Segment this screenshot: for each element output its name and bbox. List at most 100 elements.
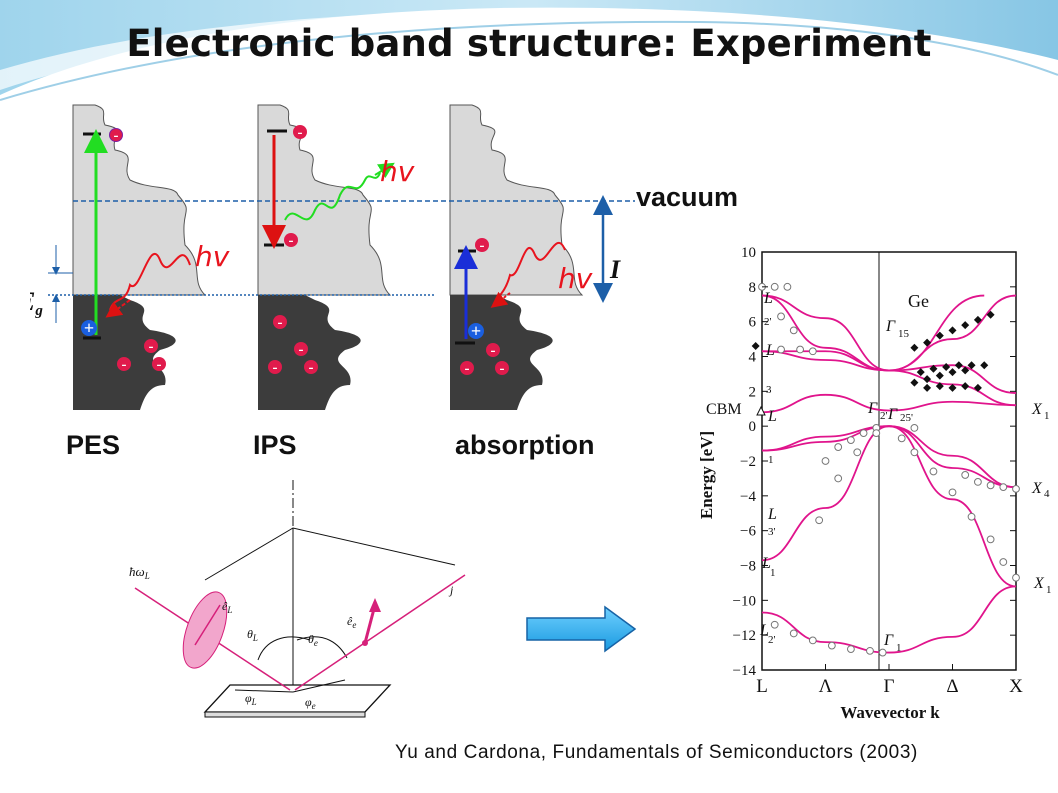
y-tick-label: 2 bbox=[749, 384, 757, 400]
point-label: 15 bbox=[898, 328, 910, 340]
vacuum-label: vacuum bbox=[636, 182, 739, 212]
svg-text:-: - bbox=[289, 233, 294, 249]
experimental-point-open bbox=[999, 558, 1008, 566]
x-tick-label: X bbox=[1009, 676, 1023, 697]
experimental-point-open bbox=[967, 512, 976, 521]
experimental-point-open bbox=[777, 312, 785, 321]
point-label: L bbox=[761, 555, 771, 572]
svg-text:-: - bbox=[500, 361, 505, 377]
y-tick-label: 6 bbox=[749, 315, 757, 331]
experimental-point-open bbox=[872, 429, 881, 438]
experimental-point-open bbox=[878, 648, 887, 657]
point-label: 4 bbox=[1044, 488, 1050, 500]
point-label: 1 bbox=[1044, 410, 1050, 422]
panel-label-absorption: absorption bbox=[455, 430, 595, 460]
page-title: Electronic band structure: Experiment bbox=[126, 22, 932, 65]
x-axis-label: Wavevector k bbox=[840, 703, 940, 722]
absorption-photon-label: hv bbox=[558, 262, 593, 295]
svg-text:-: - bbox=[122, 357, 127, 373]
experimental-point-filled bbox=[923, 338, 932, 347]
experimental-point-filled bbox=[948, 368, 957, 377]
experimental-point-open bbox=[847, 645, 855, 654]
panel-label-pes: PES bbox=[66, 430, 121, 460]
x-tick-label: Γ bbox=[884, 676, 895, 697]
block-arrow bbox=[526, 605, 637, 653]
experimental-point-open bbox=[999, 483, 1008, 492]
experimental-point-filled bbox=[942, 362, 951, 371]
experimental-point-filled bbox=[948, 383, 957, 392]
experimental-point-open bbox=[1012, 484, 1020, 493]
experimental-point-filled bbox=[948, 326, 957, 335]
outgoing-electron bbox=[294, 574, 466, 691]
experimental-point-open bbox=[929, 467, 938, 476]
header-background bbox=[0, 0, 1058, 101]
band-curve-3 bbox=[761, 425, 1017, 489]
experimental-point-filled bbox=[961, 321, 970, 330]
svg-text:-: - bbox=[157, 357, 162, 373]
ips-photon-label: hv bbox=[380, 155, 415, 188]
chart-title: Ge bbox=[908, 291, 929, 311]
point-label: 1 bbox=[896, 642, 902, 654]
x-tick-label: Λ bbox=[819, 676, 833, 697]
point-label: 25' bbox=[900, 412, 913, 424]
band-curve-8 bbox=[888, 294, 985, 372]
svg-text:-: - bbox=[278, 315, 283, 331]
ips-photon-wave bbox=[284, 172, 381, 221]
y-tick-label: −4 bbox=[740, 489, 756, 505]
y-tick-label: −14 bbox=[733, 663, 757, 679]
experimental-point-filled bbox=[980, 361, 989, 370]
point-label: L bbox=[763, 290, 773, 307]
point-label: L bbox=[765, 342, 775, 359]
experimental-point-filled bbox=[973, 383, 982, 392]
point-label: 3' bbox=[768, 526, 776, 538]
svg-text:êe: êe bbox=[347, 614, 356, 630]
experimental-point-filled bbox=[929, 364, 938, 373]
y-tick-label: 4 bbox=[749, 350, 757, 366]
band-curve-4 bbox=[761, 393, 1017, 414]
spectroscopy-diagram: Eg I - - - - + - - - - - - - + - - - bbox=[30, 104, 635, 410]
point-label: 2' bbox=[768, 634, 776, 646]
experimental-point-filled bbox=[923, 375, 932, 384]
experimental-point-filled bbox=[910, 378, 919, 387]
experimental-point-open bbox=[974, 478, 982, 486]
experimental-point-open bbox=[847, 436, 855, 445]
experimental-point-filled bbox=[935, 331, 944, 340]
experimental-point-open bbox=[910, 424, 919, 432]
point-label: X bbox=[1031, 401, 1043, 418]
y-tick-label: −10 bbox=[733, 593, 756, 609]
svg-text:+: + bbox=[471, 321, 481, 341]
experimental-point-open bbox=[770, 282, 779, 291]
point-label: 1 bbox=[1046, 584, 1052, 596]
experimental-point-open bbox=[866, 646, 874, 655]
experimental-point-open bbox=[961, 471, 970, 479]
point-label: 3 bbox=[766, 384, 772, 396]
point-label: Γ bbox=[867, 400, 878, 417]
experimental-point-filled bbox=[954, 361, 963, 370]
svg-text:-: - bbox=[465, 361, 470, 377]
experimental-point-filled bbox=[935, 382, 944, 391]
svg-text:-: - bbox=[298, 125, 303, 141]
svg-text:ħωL: ħωL bbox=[129, 564, 150, 581]
svg-text:-: - bbox=[114, 128, 119, 144]
svg-text:θe: θe bbox=[308, 632, 318, 648]
experimental-point-open bbox=[777, 345, 785, 354]
experimental-point-filled bbox=[910, 343, 919, 352]
experimental-point-open bbox=[827, 641, 836, 650]
svg-text:+: + bbox=[84, 318, 94, 338]
y-tick-label: 10 bbox=[741, 245, 756, 261]
svg-text:-: - bbox=[480, 238, 485, 254]
experimental-point-filled bbox=[916, 368, 925, 377]
svg-text:-: - bbox=[149, 339, 154, 355]
charge-markers: - - - - + - - - - - - - + - - - bbox=[81, 125, 509, 377]
svg-text:-: - bbox=[273, 360, 278, 376]
point-label: 2' bbox=[880, 410, 888, 422]
experimental-point-filled bbox=[751, 342, 760, 351]
svg-text:-: - bbox=[491, 343, 496, 359]
experimental-point-filled bbox=[986, 310, 995, 319]
y-tick-label: −8 bbox=[740, 559, 756, 575]
experimental-point-open bbox=[783, 282, 792, 291]
ionization-label: I bbox=[609, 255, 621, 284]
y-tick-label: −6 bbox=[740, 524, 756, 540]
x-tick-label: L bbox=[756, 676, 768, 697]
